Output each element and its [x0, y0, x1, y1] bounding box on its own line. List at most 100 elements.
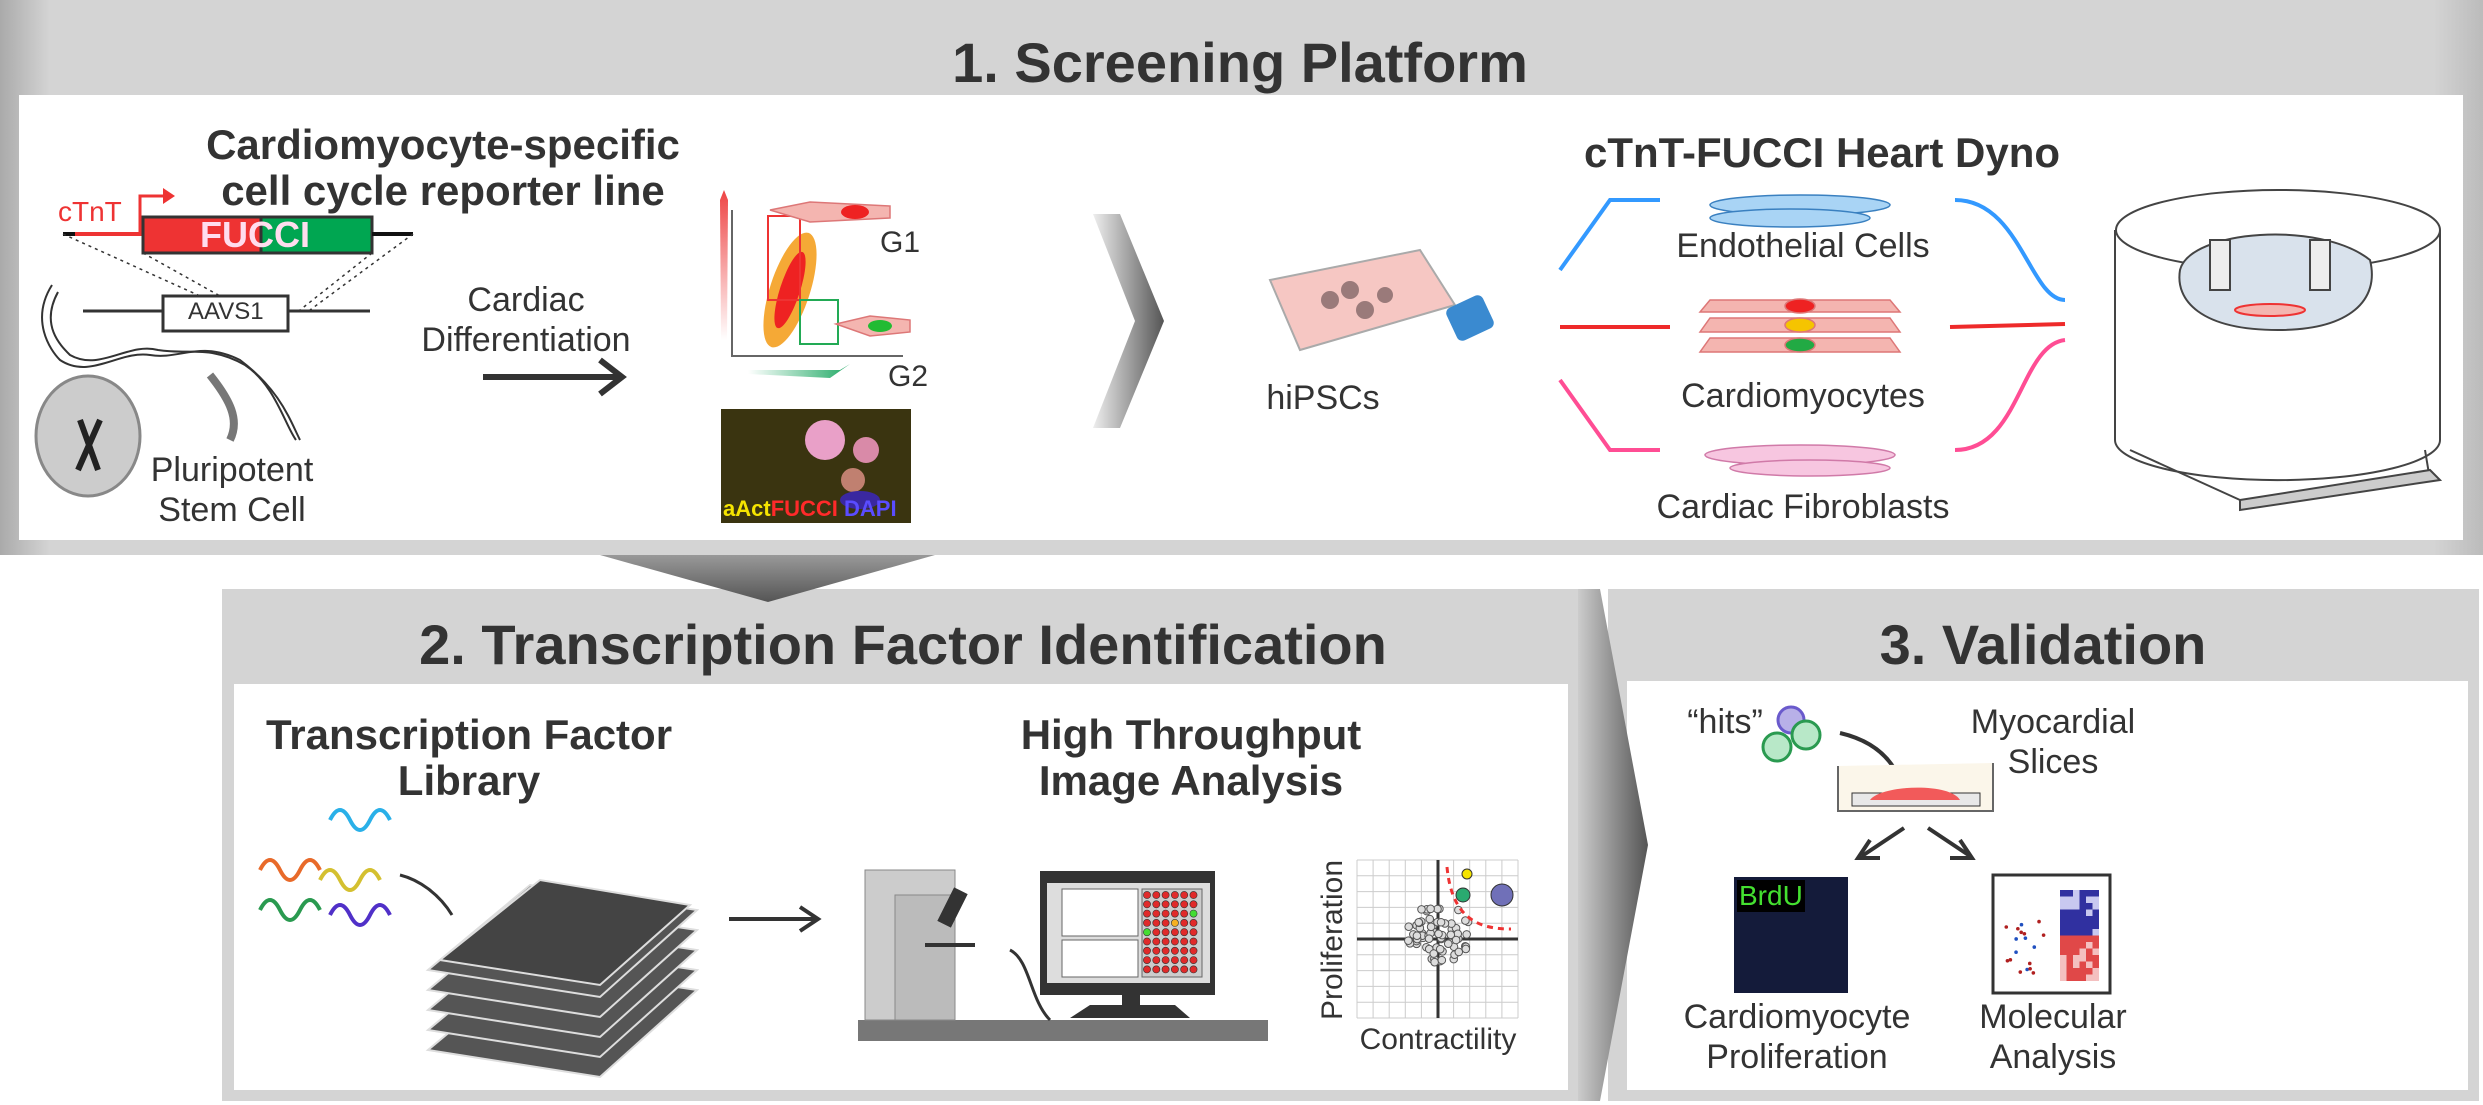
- cardiomyocytes-icon: [1698, 298, 1902, 353]
- heatmap-network-figure: [1991, 873, 2112, 995]
- heatmap-cell: [2086, 942, 2093, 949]
- network-node: [2018, 970, 2023, 974]
- scatter-dot: [1425, 914, 1435, 924]
- network-node: [2008, 958, 2013, 962]
- flow-cytometry-plot: [720, 190, 911, 378]
- network-node: [2019, 930, 2023, 935]
- heatmap-cell: [2073, 935, 2080, 942]
- well: [1143, 928, 1151, 937]
- heatmap-cell: [2060, 916, 2067, 923]
- heatmap-cell: [2092, 890, 2099, 897]
- endothelial-cells-icon: [1709, 194, 1891, 228]
- well: [1180, 965, 1189, 974]
- hit-dot: [1455, 887, 1471, 903]
- panel-2-title: 2. Transcription Factor Identification: [419, 613, 1387, 676]
- well: [1180, 956, 1189, 964]
- heatmap-cell: [2066, 903, 2073, 910]
- scatter-dot: [1404, 936, 1413, 945]
- well: [1152, 937, 1161, 946]
- well: [1143, 891, 1151, 899]
- heatmap-cell: [2079, 948, 2086, 955]
- heatmap-cell: [2092, 909, 2099, 916]
- locus-label: AAVS1: [188, 298, 264, 325]
- heatmap-cell: [2073, 909, 2080, 916]
- heatmap-cell: [2079, 903, 2086, 910]
- well: [1152, 965, 1161, 974]
- stem-cell-label: Pluripotent Stem Cell: [151, 450, 314, 530]
- scatter-dot: [1434, 929, 1443, 939]
- hipsc-label: hiPSCs: [1266, 379, 1380, 417]
- well: [1152, 928, 1161, 937]
- right-arrow-icon: [1578, 589, 1648, 1101]
- promoter-label: cTnT: [58, 196, 122, 227]
- well: [1143, 937, 1151, 946]
- heatmap-cell: [2066, 890, 2073, 897]
- network-node: [2016, 926, 2020, 931]
- well: [1171, 965, 1179, 974]
- heatmap-cell: [2073, 929, 2080, 936]
- scatter-dot: [1426, 922, 1436, 932]
- heatmap-cell: [2092, 935, 2099, 942]
- differentiation-label: Cardiac Differentiation: [421, 280, 630, 360]
- network-node: [2027, 961, 2032, 966]
- well: [1152, 900, 1161, 909]
- heatmap-cell: [2060, 942, 2067, 949]
- myocardial-slices-label: Myocardial Slices: [1971, 702, 2135, 782]
- heading-line: Cardiomyocyte-specific: [206, 121, 680, 168]
- heatmap-cell: [2060, 961, 2067, 968]
- multiwell-plate-stack-icon: [425, 878, 700, 1079]
- network-node: [2014, 937, 2018, 941]
- well: [1189, 900, 1198, 909]
- well: [1143, 956, 1151, 964]
- well: [1143, 946, 1151, 955]
- scatter-dot: [1461, 944, 1471, 954]
- well: [1143, 919, 1151, 927]
- heatmap-cell: [2092, 961, 2099, 968]
- well: [1161, 956, 1170, 964]
- network-node: [2028, 966, 2032, 971]
- scatter-dot: [1454, 947, 1464, 957]
- well: [1161, 928, 1170, 937]
- well: [1161, 900, 1170, 909]
- well: [1180, 909, 1189, 918]
- label-line: Slices: [2007, 743, 2099, 781]
- gate-g1-label: G1: [880, 226, 921, 259]
- scatter-dot: [1462, 930, 1471, 939]
- brdu-label: BrdU: [1737, 880, 1805, 912]
- well: [1152, 891, 1161, 899]
- well: [1171, 909, 1179, 918]
- cardiac-fibroblasts-icon: [1704, 444, 1896, 477]
- heatmap-cell: [2060, 968, 2067, 975]
- network-node: [2023, 936, 2028, 940]
- stain-aact: aAct: [723, 496, 771, 521]
- well: [1180, 937, 1189, 946]
- heatmap-cell: [2092, 903, 2099, 910]
- well: [1189, 965, 1198, 974]
- heatmap-cell: [2066, 909, 2073, 916]
- stain-dapi: DAPI: [844, 496, 897, 521]
- heatmap-cell: [2079, 916, 2086, 923]
- panel-3-title: 3. Validation: [1879, 613, 2207, 676]
- heatmap-cell: [2086, 974, 2093, 981]
- tf-library-heading: Transcription Factor Library: [266, 712, 672, 804]
- heatmap-cell: [2066, 974, 2073, 981]
- label-line: Cardiac: [467, 281, 585, 319]
- heatmap-cell: [2079, 909, 2086, 916]
- well: [1143, 900, 1151, 909]
- heatmap-cell: [2066, 896, 2073, 903]
- heatmap-cell: [2086, 916, 2093, 923]
- heatmap-cell: [2079, 890, 2086, 897]
- well: [1143, 909, 1151, 918]
- network-node: [2022, 931, 2027, 936]
- well: [1152, 909, 1161, 918]
- heatmap-cell: [2066, 922, 2073, 929]
- heatmap-cell: [2060, 909, 2067, 916]
- heatmap-cell: [2079, 929, 2086, 936]
- cell-culture-flask-icon: [1268, 248, 1494, 352]
- right-arrow-icon: [729, 905, 822, 933]
- heart-dyno-icon: [2114, 189, 2443, 512]
- well: [1189, 956, 1198, 964]
- stain-legend: aActFUCCI DAPI: [723, 496, 897, 522]
- heart-dyno-heading: cTnT-FUCCI Heart Dyno: [1583, 129, 2061, 176]
- label-line: Proliferation: [1706, 1038, 1888, 1076]
